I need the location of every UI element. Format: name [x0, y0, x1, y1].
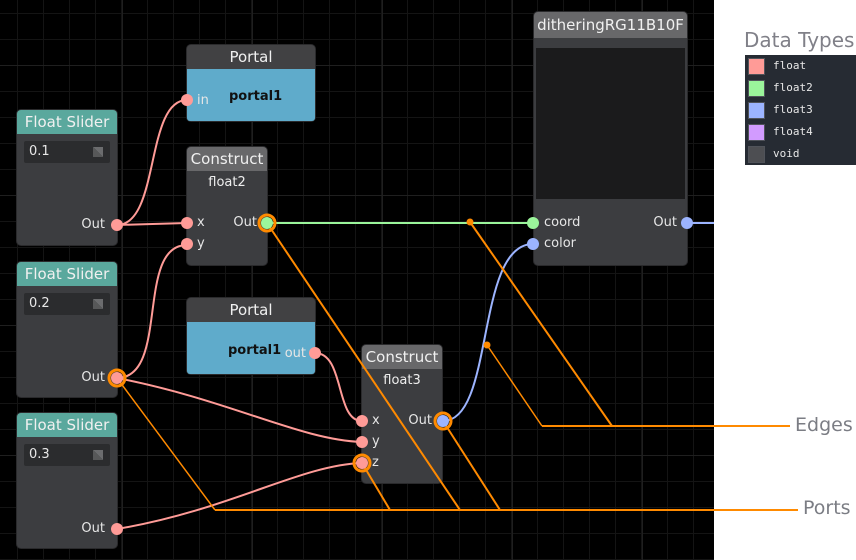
- node-title: Float Slider: [17, 413, 117, 437]
- out-port-label: Out: [81, 217, 105, 232]
- resize-icon[interactable]: [93, 450, 103, 460]
- legend-swatch: [748, 124, 765, 141]
- float-slider-node-2[interactable]: Float Slider 0.2 Out: [17, 262, 117, 397]
- out-port-label: Out: [81, 521, 105, 536]
- edge-slider3-construct3-z[interactable]: [116, 462, 363, 530]
- input-port-label-z: z: [372, 455, 379, 470]
- input-port-label-y: y: [197, 236, 205, 251]
- slider-value: 0.3: [29, 447, 50, 462]
- slider-value-input[interactable]: 0.2: [24, 293, 110, 315]
- input-port-label-color: color: [544, 236, 577, 251]
- input-port-label-x: x: [372, 413, 380, 428]
- legend-item-float: float: [747, 57, 855, 76]
- out-port-label: out: [284, 346, 306, 361]
- edge-slider1-portal-in[interactable]: [116, 99, 188, 226]
- portal-out-node[interactable]: Portal portal1 out: [187, 298, 315, 374]
- slider-value-input[interactable]: 0.3: [24, 444, 110, 466]
- legend-label: float4: [773, 125, 813, 138]
- dithering-node[interactable]: ditheringRG11B10F coord color Out: [534, 12, 687, 265]
- annotation-ports: Ports: [803, 497, 851, 519]
- construct-float2-node[interactable]: Construct float2 x y Out: [187, 147, 267, 265]
- out-port-label: Out: [653, 215, 677, 230]
- node-title: Portal: [187, 45, 315, 69]
- legend-label: float3: [773, 103, 813, 116]
- node-title: Construct: [187, 147, 267, 171]
- node-title: Float Slider: [17, 262, 117, 286]
- node-title: ditheringRG11B10F: [534, 12, 687, 38]
- preview-area: [536, 48, 685, 199]
- edge-portal-out-construct3-x[interactable]: [314, 352, 363, 422]
- legend-item-void: void: [747, 145, 855, 164]
- data-types-legend: float float2 float3 float4 void: [745, 55, 856, 165]
- legend-label: float: [773, 59, 807, 72]
- slider-value-input[interactable]: 0.1: [24, 141, 110, 163]
- portal-name: portal1: [229, 89, 283, 104]
- out-port-label: Out: [233, 215, 257, 230]
- slider-value: 0.2: [29, 296, 50, 311]
- legend-title: Data Types: [744, 28, 855, 52]
- legend-label: float2: [773, 81, 813, 94]
- legend-swatch: [748, 146, 765, 163]
- edge-slider1-construct2-x[interactable]: [116, 222, 188, 226]
- legend-label: void: [773, 147, 800, 160]
- edge-slider2-construct2-y[interactable]: [116, 244, 188, 379]
- portal-name: portal1: [228, 343, 282, 358]
- float-slider-node-1[interactable]: Float Slider 0.1 Out: [17, 110, 117, 245]
- node-subtitle: float3: [383, 373, 421, 388]
- resize-icon[interactable]: [93, 299, 103, 309]
- in-port-label: in: [197, 93, 209, 108]
- legend-swatch: [748, 102, 765, 119]
- slider-value: 0.1: [29, 144, 50, 159]
- portal-in-node[interactable]: Portal in portal1: [187, 45, 315, 121]
- input-port-label-y: y: [372, 434, 380, 449]
- portal-body: portal1 out: [187, 322, 315, 374]
- input-port-label-x: x: [197, 215, 205, 230]
- node-title: Float Slider: [17, 110, 117, 134]
- node-subtitle: float2: [208, 175, 246, 190]
- edge-slider2-construct3-y[interactable]: [116, 377, 363, 443]
- legend-item-float2: float2: [747, 79, 855, 98]
- legend-item-float3: float3: [747, 101, 855, 120]
- annotation-edges: Edges: [795, 414, 853, 436]
- legend-swatch: [748, 80, 765, 97]
- legend-swatch: [748, 58, 765, 75]
- float-slider-node-3[interactable]: Float Slider 0.3 Out: [17, 413, 117, 548]
- legend-item-float4: float4: [747, 123, 855, 142]
- construct-float3-node[interactable]: Construct float3 x y z Out: [362, 345, 442, 483]
- node-title: Portal: [187, 298, 315, 322]
- portal-body: in portal1: [187, 69, 315, 121]
- resize-icon[interactable]: [93, 147, 103, 157]
- out-port-label: Out: [81, 370, 105, 385]
- node-title: Construct: [362, 345, 442, 369]
- input-port-label-coord: coord: [544, 215, 581, 230]
- out-port-label: Out: [408, 413, 432, 428]
- edge-construct3-dither-color[interactable]: [442, 243, 534, 422]
